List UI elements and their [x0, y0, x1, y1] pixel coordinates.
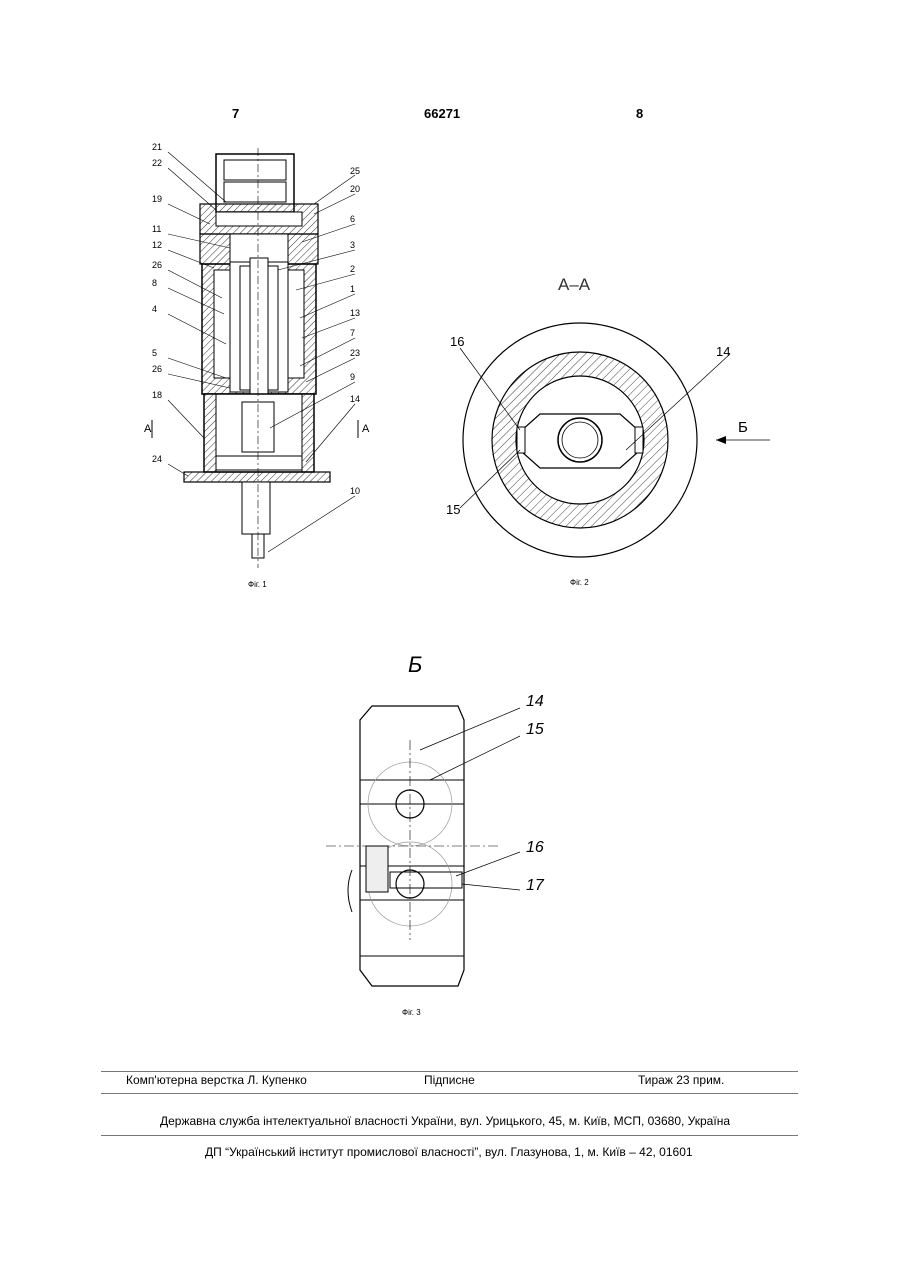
figure-3-caption: Фіг. 3 — [402, 1008, 421, 1017]
fig1-label: 8 — [152, 278, 157, 288]
footer-divider — [101, 1093, 798, 1094]
fig1-label: 19 — [152, 194, 162, 204]
section-title-a-a: А–А — [558, 275, 591, 294]
fig2-label: 14 — [716, 344, 730, 359]
figure-1-drawing: 21 22 25 20 19 11 6 12 3 26 2 8 1 13 4 7… — [130, 138, 380, 578]
figure-3-drawing: Б 14 15 16 17 — [320, 650, 560, 1000]
signed-note: Підписне — [424, 1073, 475, 1087]
view-title-b: Б — [408, 652, 422, 677]
fig1-label: 25 — [350, 166, 360, 176]
fig1-label: 1 — [350, 284, 355, 294]
fig2-label: 15 — [446, 502, 460, 517]
fig1-label: 13 — [350, 308, 360, 318]
fig1-label: 10 — [350, 486, 360, 496]
figure-2-drawing: А–А 16 14 15 Б — [440, 270, 780, 570]
fig3-label: 15 — [526, 721, 544, 738]
fig1-label: 9 — [350, 372, 355, 382]
typesetting-credit: Комп'ютерна верстка Л. Купенко — [126, 1073, 307, 1087]
footer-divider — [101, 1071, 798, 1072]
fig1-label: 6 — [350, 214, 355, 224]
document-number: 66271 — [424, 106, 460, 121]
fig3-label: 14 — [526, 693, 544, 710]
fig1-label: 11 — [152, 224, 161, 234]
figure-2-caption: Фіг. 2 — [570, 578, 589, 587]
fig1-label: 14 — [350, 394, 360, 404]
section-mark-left: А — [144, 423, 152, 435]
footer-divider — [101, 1135, 798, 1136]
fig1-label: 26 — [152, 364, 162, 374]
fig1-label: 5 — [152, 348, 157, 358]
agency-address: Державна служба інтелектуальної власност… — [160, 1114, 730, 1128]
view-arrow-label: Б — [738, 419, 748, 436]
fig1-label: 24 — [152, 454, 162, 464]
fig1-label: 7 — [350, 328, 355, 338]
fig1-label: 4 — [152, 304, 157, 314]
fig1-label: 22 — [152, 158, 162, 168]
page-number-right: 8 — [636, 106, 643, 121]
fig1-label: 2 — [350, 264, 355, 274]
fig1-label: 18 — [152, 390, 162, 400]
fig1-label: 3 — [350, 240, 355, 250]
fig1-label: 21 — [152, 142, 162, 152]
section-mark-right: А — [362, 423, 370, 435]
fig3-label: 16 — [526, 839, 544, 856]
fig2-label: 16 — [450, 334, 464, 349]
fig3-label: 17 — [526, 877, 545, 894]
fig1-label: 26 — [152, 260, 162, 270]
figure-1-caption: Фіг. 1 — [248, 580, 267, 589]
fig1-label: 23 — [350, 348, 360, 358]
page-number-left: 7 — [232, 106, 239, 121]
circulation-note: Тираж 23 прим. — [638, 1073, 724, 1087]
fig1-label: 20 — [350, 184, 360, 194]
fig1-label: 12 — [152, 240, 162, 250]
institute-address: ДП “Український інститут промислової вла… — [205, 1145, 693, 1159]
